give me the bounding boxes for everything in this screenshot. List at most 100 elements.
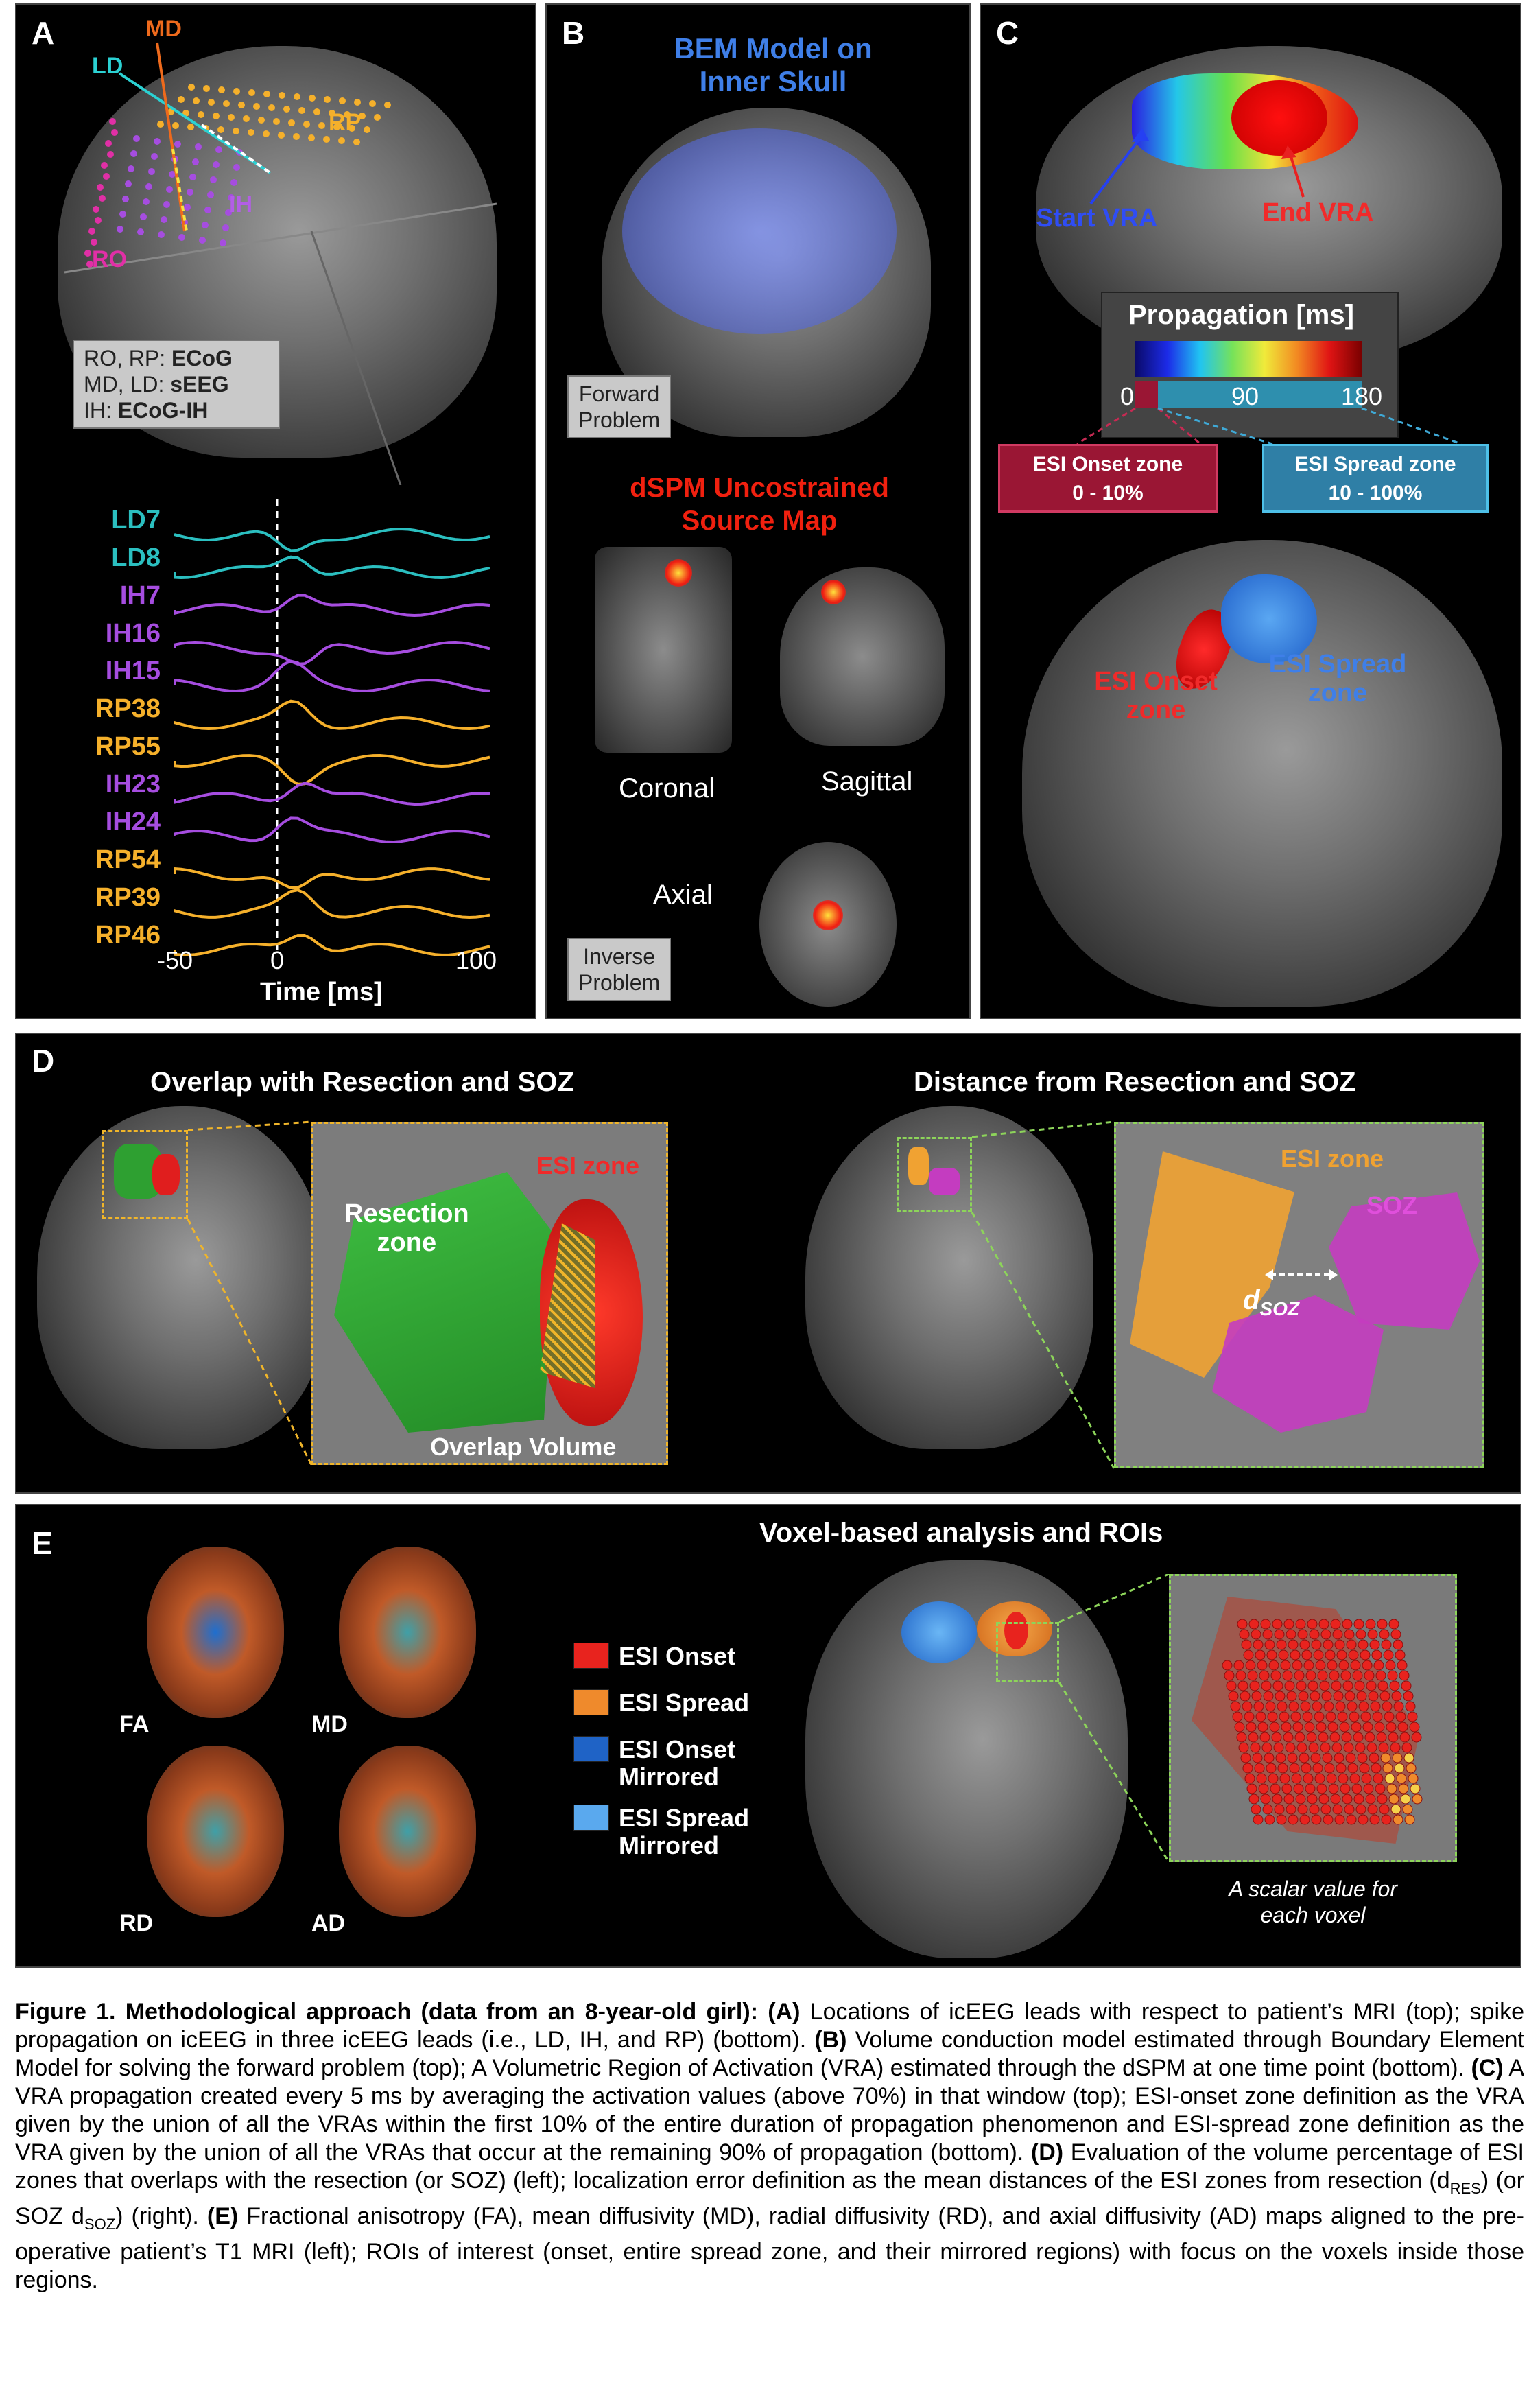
voxel [1296,1680,1307,1691]
panel-d-label: D [32,1043,55,1079]
rp-electrode [364,126,370,133]
voxel [1343,1742,1354,1753]
ih-electrode [225,209,232,216]
soz-label: SOZ [1366,1191,1418,1219]
voxel [1306,1732,1317,1743]
start-vra-label: Start VRA [1036,204,1158,233]
voxel [1325,1711,1336,1722]
voxel [1316,1783,1327,1794]
rp-electrode [203,85,210,92]
voxel [1373,1660,1384,1671]
voxel [1356,1691,1367,1702]
voxel [1327,1660,1338,1671]
voxel [1248,1794,1259,1805]
xtick-100: 100 [455,946,497,974]
voxel [1301,1649,1312,1660]
voxel [1256,1773,1267,1784]
voxel [1348,1649,1359,1660]
voxel [1399,1732,1410,1743]
ih-label: IH [229,191,252,218]
voxel [1315,1660,1326,1671]
rp-electrode [243,115,250,122]
voxel [1241,1639,1252,1650]
zoom-lines-left [187,1120,313,1466]
voxel [1378,1742,1389,1753]
ih-electrode [202,222,209,228]
spread-bar-segment [1158,381,1362,408]
voxel [1392,1752,1403,1763]
rp-electrode [263,130,270,137]
rp-electrode [263,91,270,97]
voxel [1400,1794,1411,1805]
voxel [1375,1670,1386,1681]
voxel [1260,1794,1271,1805]
voxel [1323,1701,1334,1712]
voxel [1383,1649,1394,1660]
axial-label: Axial [653,880,713,910]
md-label: MD [145,16,182,42]
voxel [1346,1639,1357,1650]
voxel [1311,1814,1322,1825]
voxel [1274,1804,1285,1815]
trace-label: RP39 [95,883,161,912]
voxel [1385,1660,1396,1671]
voxel [1294,1732,1305,1743]
voxel [1284,1680,1295,1691]
ld-label: LD [92,53,123,79]
overlap-title: Overlap with Resection and SOZ [150,1067,574,1097]
legend-swatch [573,1689,609,1715]
rp-electrode [248,89,255,96]
rp-electrode [258,117,265,124]
voxel [1271,1732,1282,1743]
voxel [1351,1722,1362,1732]
zoom-lines-right [971,1120,1115,1469]
voxel [1245,1660,1256,1671]
voxel [1361,1773,1372,1784]
voxel [1395,1649,1406,1660]
rp-electrode [298,107,305,114]
dsoz-arrow [1265,1269,1338,1280]
voxel [1260,1619,1271,1630]
ih-electrode [143,198,150,205]
ih-electrode [213,161,220,168]
voxel [1314,1711,1325,1722]
voxel [1270,1783,1281,1794]
ih-electrodes [117,135,243,246]
voxel [1255,1649,1266,1660]
voxel [1394,1763,1405,1774]
voxel [1372,1711,1383,1722]
voxel [1264,1752,1275,1763]
trace-line [174,594,490,618]
inverse-problem-label: Inverse Problem [567,938,672,1001]
voxel [1357,1752,1368,1763]
voxel [1336,1649,1347,1660]
ih-electrode [119,211,126,218]
coronal-activation [665,559,692,587]
voxel [1279,1773,1290,1784]
voxel [1283,1732,1294,1743]
voxel [1352,1670,1363,1681]
voxel [1334,1814,1345,1825]
ld-lead [118,72,272,174]
voxel [1323,1639,1334,1650]
voxel [1350,1660,1361,1671]
voxel [1406,1763,1417,1774]
voxel [1347,1763,1358,1774]
panel-b-label: B [562,15,585,51]
ih-electrode [148,168,155,175]
mini-esi [152,1154,180,1195]
voxel [1329,1732,1340,1743]
voxel [1270,1670,1281,1681]
voxel [1278,1649,1289,1660]
voxel [1324,1763,1335,1774]
roi-legend-item: ESI Onset [573,1643,749,1670]
rp-electrode [233,88,240,95]
bem-inner-skull [622,128,897,334]
voxel [1304,1722,1315,1732]
voxel [1319,1680,1330,1691]
voxel [1388,1794,1399,1805]
legend-swatch [573,1643,609,1669]
voxel [1377,1619,1388,1630]
ih-electrode [195,143,202,150]
voxel [1381,1814,1392,1825]
